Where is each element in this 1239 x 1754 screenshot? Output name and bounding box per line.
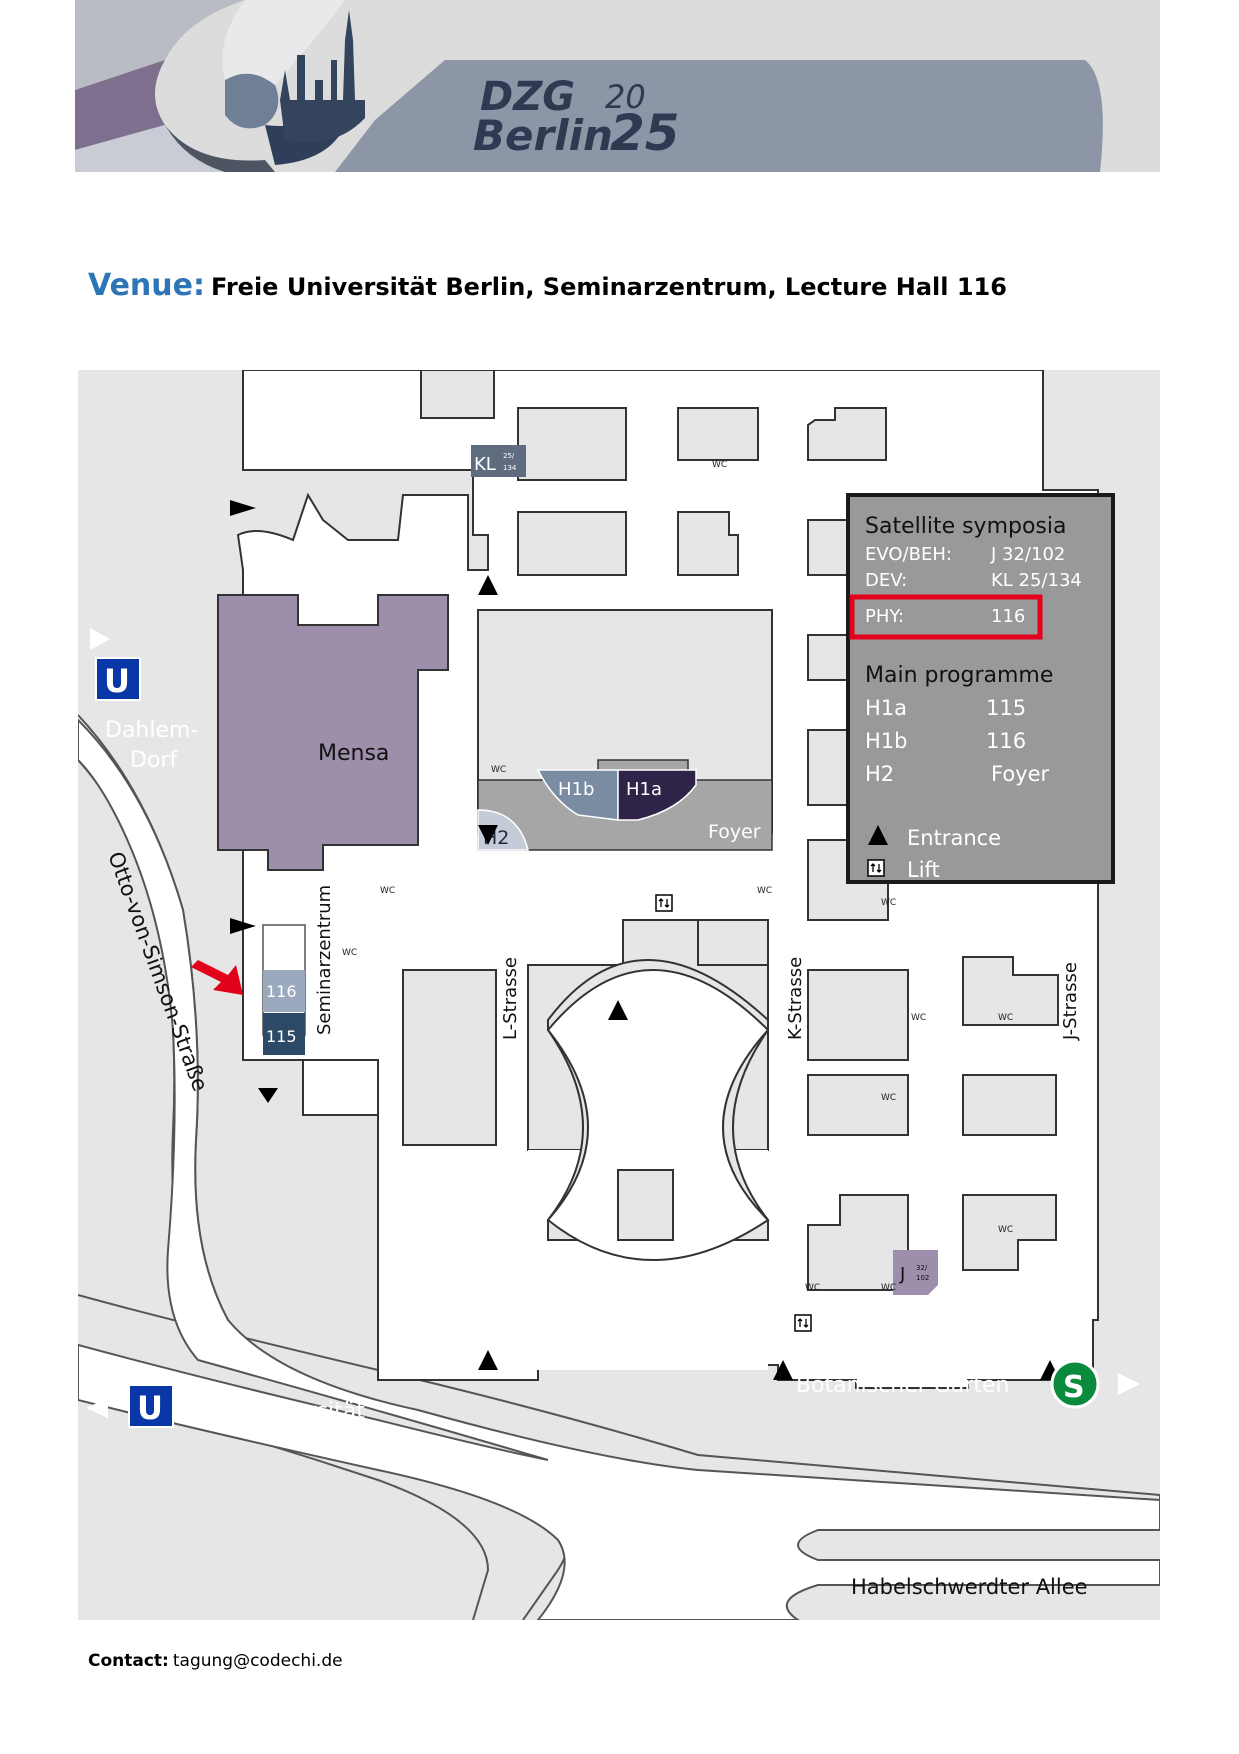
legend-satellite-phy: PHY: — [865, 606, 904, 627]
habelschwerdter-label: Habelschwerdter Allee — [851, 1575, 1088, 1599]
header-banner: DZG Berlin 20 25 — [75, 0, 1160, 172]
lift-icon — [794, 1314, 812, 1332]
legend-lift-label: Lift — [907, 858, 940, 882]
j-label: J — [899, 1264, 905, 1285]
logo-line2: Berlin — [473, 111, 613, 160]
oval-lawn — [546, 969, 770, 1261]
wc-label: WC — [998, 1225, 1013, 1235]
entrance-icon — [478, 575, 498, 595]
legend-satellite-evo: EVO/BEH: — [865, 544, 952, 565]
seminarzentrum-label: Seminarzentrum — [314, 885, 335, 1035]
kl-sub2: 134 — [503, 464, 517, 472]
h1b-label: H1b — [558, 779, 594, 800]
logo-line1: DZG — [480, 74, 575, 120]
botanischer-garten-label: Botanischer Garten — [796, 1373, 1009, 1398]
white-arrow-icon — [1118, 1373, 1140, 1395]
wc-label: WC — [342, 948, 357, 958]
dahlem-label-2: Dorf — [130, 748, 178, 773]
red-arrow-icon — [191, 960, 243, 995]
kl-room — [471, 445, 526, 477]
u-badge-label: U — [137, 1389, 163, 1427]
dzg-logo: DZG Berlin 20 25 — [473, 74, 680, 162]
entrance-markers — [230, 500, 1060, 1380]
wc-label: WC — [757, 886, 772, 896]
u-badge-label: U — [104, 662, 130, 700]
legend-main-h1b: H1b — [865, 729, 907, 753]
j-room — [893, 1250, 938, 1295]
lift-icon — [867, 859, 885, 877]
room-116 — [263, 970, 305, 1012]
contact-email-link[interactable]: tagung@codechi.de — [172, 1651, 343, 1671]
h1b-hall — [536, 769, 619, 821]
wc-label: WC — [491, 765, 506, 775]
entrance-icon — [230, 918, 256, 934]
wc-label: WC — [998, 1013, 1013, 1023]
legend-entrance-label: Entrance — [907, 826, 1001, 850]
wc-label: WC — [380, 886, 395, 896]
dahlem-label-1: Dahlem- — [105, 718, 198, 743]
logo-year-bottom: 25 — [610, 104, 680, 162]
legend-satellite-phy-room: 116 — [991, 606, 1025, 627]
legend-panel: Satellite symposia EVO/BEH: J 32/102 DEV… — [846, 493, 1115, 884]
legend-main-h1a-room: 115 — [986, 696, 1026, 720]
freie-universitaet-label: Freie Universität — [185, 1399, 365, 1424]
wc-label: WC — [911, 1013, 926, 1023]
j-sub1: 32/ — [916, 1264, 928, 1272]
entrance-icon — [478, 1350, 498, 1370]
kl-sub1: 25/ — [503, 452, 515, 460]
h1a-hall — [617, 769, 697, 821]
legend-satellite-dev: DEV: — [865, 570, 907, 591]
contact-label: Contact: — [88, 1651, 169, 1671]
venue-label: Venue: — [88, 268, 205, 303]
wc-label: WC — [881, 1283, 896, 1293]
u-bahn-badge — [95, 657, 141, 701]
foyer-label: Foyer — [708, 821, 761, 843]
wc-label: WC — [712, 460, 727, 470]
u-bahn-badge — [128, 1384, 174, 1428]
s-badge-label: S — [1063, 1370, 1085, 1405]
k-strasse-label: K-Strasse — [785, 957, 806, 1040]
entrance-icon — [230, 500, 256, 516]
j-strasse-label: J-Strasse — [1060, 962, 1081, 1041]
white-arrow-icon — [86, 1398, 108, 1418]
road-network — [78, 718, 1160, 1620]
entrance-icon — [773, 1360, 793, 1380]
h1a-label: H1a — [626, 779, 662, 800]
j-sub2: 102 — [916, 1274, 929, 1282]
entrance-icon — [868, 825, 888, 845]
phy-highlight-box — [849, 594, 1043, 640]
wc-label: WC — [881, 898, 896, 908]
s-bahn-badge — [1050, 1359, 1100, 1409]
legend-main-h2: H2 — [865, 762, 894, 786]
venue-heading: Venue:Freie Universität Berlin, Seminarz… — [88, 268, 1188, 303]
entrance-icon — [258, 1088, 278, 1103]
entrance-icon — [478, 825, 498, 845]
mensa-building — [217, 594, 449, 871]
room-116-label: 116 — [266, 982, 297, 1001]
wc-label: WC — [805, 1283, 820, 1293]
venue-text: Freie Universität Berlin, Seminarzentrum… — [210, 273, 1007, 301]
campus-map: Mensa Foyer H1b H1a H2 116 115 Seminarze… — [78, 370, 1160, 1620]
logo-year-top: 20 — [605, 78, 646, 116]
lift-icon — [655, 894, 673, 912]
kl-label: KL — [474, 454, 496, 475]
entrance-icon — [608, 1000, 628, 1020]
room-115 — [263, 1013, 305, 1055]
legend-main-h2-room: Foyer — [991, 762, 1050, 786]
legend-main-title: Main programme — [865, 663, 1053, 688]
mensa-label: Mensa — [318, 741, 389, 766]
legend-main-h1b-room: 116 — [986, 729, 1026, 753]
legend-satellite-evo-room: J 32/102 — [990, 544, 1065, 565]
l-strasse-label: L-Strasse — [500, 957, 521, 1040]
wc-label: WC — [881, 1093, 896, 1103]
legend-satellite-dev-room: KL 25/134 — [991, 570, 1082, 591]
swirl-logo-icon — [75, 0, 365, 172]
room-115-label: 115 — [266, 1027, 297, 1046]
legend-main-h1a: H1a — [865, 696, 907, 720]
legend-satellite-title: Satellite symposia — [865, 514, 1067, 539]
contact-line: Contact:tagung@codechi.de — [88, 1651, 343, 1671]
white-arrow-icon — [90, 628, 110, 650]
